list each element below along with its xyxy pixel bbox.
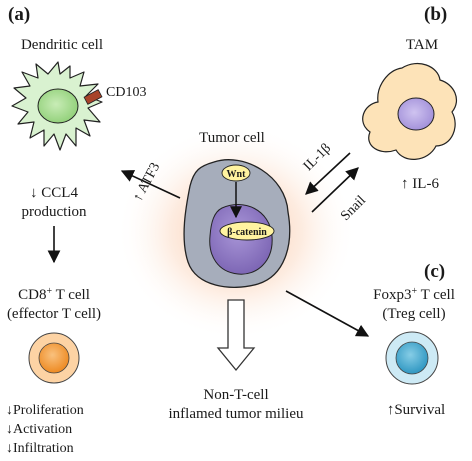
dendritic-cell-nucleus — [37, 88, 79, 124]
wnt-label: Wnt — [227, 169, 247, 180]
ccl4-effect-line2: production — [22, 204, 87, 220]
cd8-effect-infiltration: ↓Infiltration — [6, 441, 74, 456]
panel-label-b: (b) — [424, 4, 447, 25]
arrow-tam-to-tumor — [305, 152, 351, 195]
panel-label-c: (c) — [424, 261, 445, 282]
cd8-title: CD8+ T cell — [18, 286, 90, 304]
ccl4-effect-line1: ↓ CCL4 — [30, 185, 78, 201]
treg-subtitle: (Treg cell) — [382, 306, 445, 322]
panel-label-a: (a) — [8, 4, 30, 25]
treg-cell-inner — [395, 341, 429, 375]
hollow-arrow-to-milieu — [216, 299, 256, 372]
cd8-cell-inner — [38, 342, 70, 374]
arrow-tumor-to-treg — [285, 290, 370, 337]
cd8-effect-activation: ↓Activation — [6, 422, 72, 437]
arrow-tumor-to-tam — [311, 167, 359, 213]
beta-catenin-label-bg — [219, 221, 275, 241]
il6-effect: ↑ IL-6 — [401, 176, 439, 192]
wnt-label-bg — [221, 164, 251, 182]
milieu-line1: Non-T-cell — [203, 387, 268, 403]
treg-effect-survival: ↑Survival — [387, 402, 445, 418]
tumor-cell-title: Tumor cell — [199, 130, 265, 146]
tam-title: TAM — [406, 37, 438, 53]
cd103-label: CD103 — [106, 85, 146, 100]
beta-catenin-label: β-catenin — [227, 227, 267, 238]
cd8-subtitle: (effector T cell) — [7, 306, 101, 322]
treg-title: Foxp3+ T cell — [373, 286, 455, 304]
dendritic-cell-title: Dendritic cell — [21, 37, 103, 53]
milieu-line2: inflamed tumor milieu — [169, 406, 304, 422]
cd103-receptor — [83, 89, 103, 105]
arrow-tumor-to-dc — [120, 170, 181, 199]
cd8-effect-proliferation: ↓Proliferation — [6, 403, 84, 418]
tam-nucleus — [397, 97, 435, 131]
